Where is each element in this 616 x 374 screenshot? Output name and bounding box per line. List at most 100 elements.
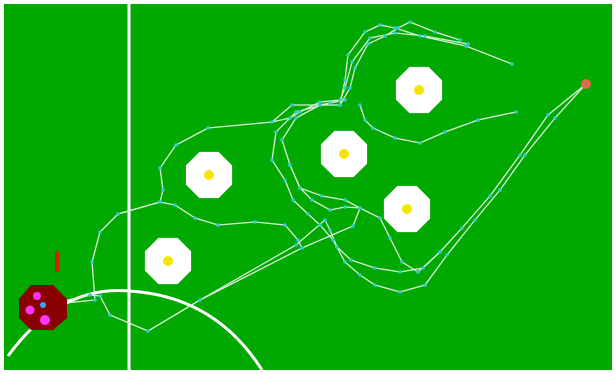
waypoint-dot bbox=[338, 103, 342, 107]
waypoint-dot bbox=[291, 198, 295, 202]
waypoint-dot bbox=[510, 62, 514, 66]
waypoint-dot bbox=[98, 294, 102, 298]
waypoint-dot bbox=[146, 329, 150, 333]
waypoint-dot bbox=[358, 103, 362, 107]
waypoint-dot bbox=[363, 30, 367, 34]
waypoint-dot bbox=[294, 110, 298, 114]
waypoint-dot bbox=[349, 258, 353, 262]
robot-label: I bbox=[53, 246, 61, 279]
obstacle-core bbox=[204, 170, 214, 180]
waypoint-dot bbox=[320, 194, 324, 198]
waypoint-dot bbox=[371, 126, 375, 130]
waypoint-dot bbox=[466, 42, 470, 46]
waypoint-dot bbox=[198, 298, 202, 302]
waypoint-dot bbox=[174, 143, 178, 147]
waypoint-dot bbox=[328, 228, 332, 232]
waypoint-dot bbox=[98, 230, 102, 234]
waypoint-dot bbox=[216, 223, 220, 227]
waypoint-dot bbox=[358, 206, 362, 210]
waypoint-dot bbox=[288, 116, 292, 120]
waypoint-dot bbox=[518, 153, 522, 157]
robot-marker-bottom bbox=[40, 315, 50, 325]
waypoint-dot bbox=[393, 31, 397, 35]
waypoint-dot bbox=[473, 218, 477, 222]
waypoint-dot bbox=[328, 208, 332, 212]
waypoint-dot bbox=[396, 26, 400, 30]
waypoint-dot bbox=[378, 23, 382, 27]
waypoint-dot bbox=[348, 86, 352, 90]
waypoint-dot bbox=[488, 194, 492, 198]
waypoint-dot bbox=[350, 60, 354, 64]
waypoint-dot bbox=[274, 130, 278, 134]
waypoint-dot bbox=[393, 136, 397, 140]
waypoint-dot bbox=[161, 188, 165, 192]
waypoint-dot bbox=[421, 266, 425, 270]
obstacle-4 bbox=[321, 131, 367, 177]
waypoint-dot bbox=[358, 273, 362, 277]
waypoint-dot bbox=[318, 100, 322, 104]
waypoint-dot bbox=[335, 245, 339, 249]
obstacle-core bbox=[414, 85, 424, 95]
waypoint-dot bbox=[433, 30, 437, 34]
waypoint-dot bbox=[290, 103, 294, 107]
obstacle-2 bbox=[145, 238, 191, 284]
waypoint-dot bbox=[368, 36, 372, 40]
waypoint-dot bbox=[93, 298, 97, 302]
waypoint-dot bbox=[398, 290, 402, 294]
waypoint-dot bbox=[423, 34, 427, 38]
waypoint-dot bbox=[416, 270, 420, 274]
waypoint-dot bbox=[476, 118, 480, 122]
waypoint-dot bbox=[158, 166, 162, 170]
waypoint-dot bbox=[116, 212, 120, 216]
waypoint-dot bbox=[343, 198, 347, 202]
waypoint-dot bbox=[294, 116, 298, 120]
waypoint-dot bbox=[283, 223, 287, 227]
waypoint-dot bbox=[323, 218, 327, 222]
waypoint-dot bbox=[318, 223, 322, 227]
waypoint-dot bbox=[108, 313, 112, 317]
waypoint-dot bbox=[498, 188, 502, 192]
waypoint-dot bbox=[388, 236, 392, 240]
waypoint-dot bbox=[418, 141, 422, 145]
waypoint-dot bbox=[443, 130, 447, 134]
waypoint-dot bbox=[338, 98, 342, 102]
obstacle-5 bbox=[384, 186, 430, 232]
target-dot bbox=[581, 79, 591, 89]
obstacle-3 bbox=[396, 67, 442, 113]
waypoint-dot bbox=[294, 243, 298, 247]
waypoint-dot bbox=[400, 260, 404, 264]
waypoint-dot bbox=[366, 42, 370, 46]
obstacle-core bbox=[163, 256, 173, 266]
waypoint-dot bbox=[88, 293, 92, 297]
field-background bbox=[4, 4, 612, 370]
waypoint-dot bbox=[553, 116, 557, 120]
obstacle-core bbox=[339, 149, 349, 159]
waypoint-dot bbox=[270, 158, 274, 162]
waypoint-dot bbox=[363, 118, 367, 122]
waypoint-dot bbox=[306, 212, 310, 216]
robot-center bbox=[40, 302, 46, 308]
waypoint-dot bbox=[408, 20, 412, 24]
waypoint-dot bbox=[438, 250, 442, 254]
waypoint-dot bbox=[353, 66, 357, 70]
waypoint-dot bbox=[514, 110, 518, 114]
waypoint-dot bbox=[158, 200, 162, 204]
waypoint-dot bbox=[351, 224, 355, 228]
waypoint-dot bbox=[283, 178, 287, 182]
waypoint-dot bbox=[458, 38, 462, 42]
waypoint-dot bbox=[423, 283, 427, 287]
waypoint-dot bbox=[343, 260, 347, 264]
waypoint-dot bbox=[288, 163, 292, 167]
waypoint-dot bbox=[90, 260, 94, 264]
waypoint-dot bbox=[343, 205, 347, 209]
waypoint-dot bbox=[378, 216, 382, 220]
waypoint-dot bbox=[460, 226, 464, 230]
waypoint-dot bbox=[310, 198, 314, 202]
waypoint-dot bbox=[343, 78, 347, 82]
waypoint-dot bbox=[280, 138, 284, 142]
waypoint-dot bbox=[298, 110, 302, 114]
waypoint-dot bbox=[383, 34, 387, 38]
waypoint-dot bbox=[373, 266, 377, 270]
